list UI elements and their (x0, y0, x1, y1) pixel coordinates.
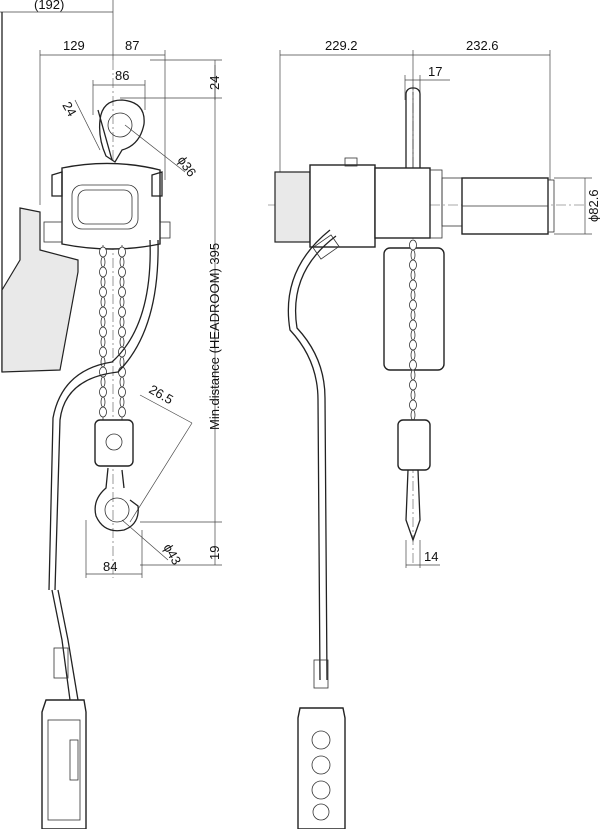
chain-link (409, 319, 417, 331)
chain-link (99, 266, 107, 278)
chain-link (118, 266, 126, 278)
chain-link (100, 316, 106, 328)
chain-link (409, 259, 417, 271)
chain-link (118, 406, 126, 418)
chain-link (100, 356, 106, 368)
chain-link (409, 339, 417, 351)
side-pendant-switch (297, 707, 346, 829)
bottom-hook (94, 467, 139, 532)
chain-link (99, 306, 107, 318)
dim-side-hook-width: 17 (428, 64, 442, 79)
dim-left-offset: 129 (63, 38, 85, 53)
chain-link (118, 326, 126, 338)
chain-link (99, 246, 107, 258)
dim-top-hook-dia: ϕ36 (175, 153, 200, 179)
dim-side-right: 232.6 (466, 38, 499, 53)
side-bottom-block (397, 419, 431, 471)
side-gearbox (274, 171, 311, 243)
dim-bottom-hook-opening: 26.5 (147, 382, 176, 408)
dim-top-hook-thickness: 24 (59, 99, 79, 119)
chain-link (410, 269, 416, 281)
chain-link (118, 286, 126, 298)
chain-link (119, 256, 125, 268)
chain-link (410, 249, 416, 261)
chain-link (119, 396, 125, 408)
chain-link (410, 289, 416, 301)
chain-link (99, 326, 107, 338)
chain-link (118, 386, 126, 398)
bottom-block (94, 419, 134, 467)
chain-link (119, 376, 125, 388)
chain-link (99, 386, 107, 398)
dim-top-hook-gap: 24 (207, 76, 222, 90)
chain-link (99, 406, 107, 418)
chain-link (100, 296, 106, 308)
chain-link (409, 279, 417, 291)
chain-links (99, 246, 126, 418)
dim-side-left: 229.2 (325, 38, 358, 53)
chain-link (119, 276, 125, 288)
dim-motor-dia: ϕ82.6 (586, 189, 600, 222)
dim-bottom-hook-dia: ϕ43 (160, 541, 184, 567)
dim-headroom: Min.distance (HEADROOM) 395 (207, 243, 222, 430)
chain-link (409, 299, 417, 311)
chain-link (100, 256, 106, 268)
control-cable (54, 239, 159, 591)
chain-link (100, 376, 106, 388)
chain-link (100, 396, 106, 408)
chain-link (410, 389, 416, 401)
pendant-switch (41, 699, 87, 829)
chain-link (100, 336, 106, 348)
chain-link (410, 409, 416, 421)
chain-link (410, 309, 416, 321)
front-view: (192) 129 87 86 24 24 ϕ36 (0, 0, 222, 829)
chain-link (409, 399, 417, 411)
chain-link (119, 336, 125, 348)
chain-link (409, 379, 417, 391)
chain-link (99, 286, 107, 298)
dim-bottom-hook-offset: 19 (207, 546, 222, 560)
chain-link (409, 359, 417, 371)
chain-link (99, 346, 107, 358)
chain-link (410, 329, 416, 341)
chain-link (410, 369, 416, 381)
hoist-body (61, 162, 161, 250)
dim-hook-top-width: 86 (115, 68, 129, 83)
body-window (71, 184, 139, 230)
side-control-cable (287, 229, 331, 681)
chain-link (119, 296, 125, 308)
chain-link (118, 306, 126, 318)
chain-link (409, 239, 417, 251)
side-bottom-hook (405, 469, 421, 542)
motor-block (1, 207, 79, 373)
chain-link (118, 246, 126, 258)
side-chain-links (409, 239, 417, 421)
side-view: 229.2 232.6 17 ϕ82.6 (268, 38, 600, 829)
top-hook (98, 99, 145, 163)
chain-link (100, 276, 106, 288)
dim-right-offset: 87 (125, 38, 139, 53)
dim-overall-width: (192) (34, 0, 64, 12)
chain-link (119, 316, 125, 328)
dim-bottom-hook-width: 84 (103, 559, 117, 574)
dim-side-bottom-hook: 14 (424, 549, 438, 564)
chain-link (410, 349, 416, 361)
